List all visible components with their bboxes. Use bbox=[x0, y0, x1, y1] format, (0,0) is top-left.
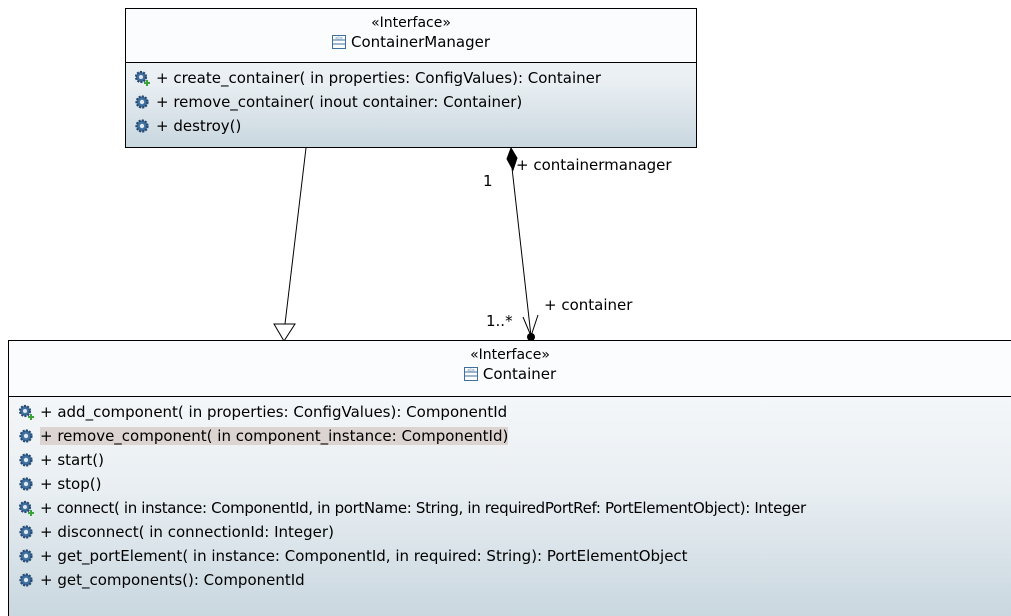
svg-text:<I>: <I> bbox=[335, 35, 343, 40]
gear-icon bbox=[19, 525, 33, 539]
operation-signature: + stop() bbox=[40, 475, 102, 493]
composition-diamond bbox=[506, 146, 518, 172]
operation-signature: + add_component( in properties: ConfigVa… bbox=[40, 403, 508, 421]
operation-signature: + get_components(): ComponentId bbox=[40, 571, 305, 589]
class-name-text: ContainerManager bbox=[350, 33, 491, 51]
gear-icon bbox=[19, 573, 33, 587]
gear-icon bbox=[135, 119, 149, 133]
class-container[interactable]: «Interface» <I> Container + add_componen… bbox=[8, 340, 1011, 616]
operation-row[interactable]: + get_portElement( in instance: Componen… bbox=[18, 544, 1011, 568]
composition-endpoint-dot bbox=[527, 333, 535, 341]
operation-row[interactable]: + stop() bbox=[18, 472, 1011, 496]
operation-signature: + create_container( in properties: Confi… bbox=[156, 69, 602, 87]
class-header: «Interface» <I> Container bbox=[9, 341, 1011, 397]
generalization-line[interactable] bbox=[284, 147, 307, 325]
operation-signature: + destroy() bbox=[156, 117, 242, 135]
operation-signature: + get_portElement( in instance: Componen… bbox=[40, 547, 688, 565]
operation-row[interactable]: + start() bbox=[18, 448, 1011, 472]
stereotype-label: «Interface» bbox=[470, 347, 550, 363]
class-name: <I> ContainerManager bbox=[331, 32, 491, 52]
operation-row[interactable]: + add_component( in properties: ConfigVa… bbox=[18, 400, 1011, 424]
class-name-text: Container bbox=[482, 365, 557, 383]
operation-row[interactable]: + get_components(): ComponentId bbox=[18, 568, 1011, 592]
gear-icon bbox=[19, 453, 33, 467]
source-role-label: + containermanager bbox=[516, 156, 672, 174]
operation-signature: + connect( in instance: ComponentId, in … bbox=[40, 499, 806, 517]
gear-plus-icon bbox=[134, 70, 150, 86]
target-role-label: + container bbox=[544, 296, 633, 314]
operation-row[interactable]: + remove_container( inout container: Con… bbox=[134, 90, 696, 114]
operation-signature: + remove_container( inout container: Con… bbox=[156, 93, 523, 111]
interface-icon: <I> bbox=[331, 35, 346, 49]
gear-icon bbox=[19, 549, 33, 563]
source-multiplicity-label: 1 bbox=[483, 172, 493, 190]
composition-line[interactable] bbox=[511, 167, 532, 337]
interface-icon: <I> bbox=[463, 367, 478, 381]
operation-row[interactable]: + create_container( in properties: Confi… bbox=[134, 66, 696, 90]
operation-row[interactable]: + disconnect( in connectionId: Integer) bbox=[18, 520, 1011, 544]
operation-row[interactable]: + destroy() bbox=[134, 114, 696, 138]
operation-row-selected[interactable]: + remove_component( in component_instanc… bbox=[18, 424, 1011, 448]
svg-text:<I>: <I> bbox=[467, 367, 475, 372]
stereotype-label: «Interface» bbox=[371, 15, 451, 31]
operation-row[interactable]: + connect( in instance: ComponentId, in … bbox=[18, 496, 1011, 520]
operations-compartment: + create_container( in properties: Confi… bbox=[126, 63, 696, 138]
target-multiplicity-label: 1..* bbox=[486, 312, 513, 330]
class-header: «Interface» <I> ContainerManager bbox=[126, 9, 696, 63]
class-container-manager[interactable]: «Interface» <I> ContainerManager + creat… bbox=[125, 8, 697, 148]
operations-compartment: + add_component( in properties: ConfigVa… bbox=[9, 397, 1011, 592]
operation-signature: + start() bbox=[40, 451, 104, 469]
gear-icon bbox=[135, 95, 149, 109]
operation-signature: + disconnect( in connectionId: Integer) bbox=[40, 523, 334, 541]
gear-plus-icon bbox=[18, 404, 34, 420]
generalization-arrowhead bbox=[273, 323, 296, 342]
gear-icon bbox=[19, 429, 33, 443]
operation-signature: + remove_component( in component_instanc… bbox=[40, 427, 509, 445]
gear-icon bbox=[19, 477, 33, 491]
gear-plus-icon bbox=[18, 500, 34, 516]
class-name: <I> Container bbox=[463, 364, 557, 384]
